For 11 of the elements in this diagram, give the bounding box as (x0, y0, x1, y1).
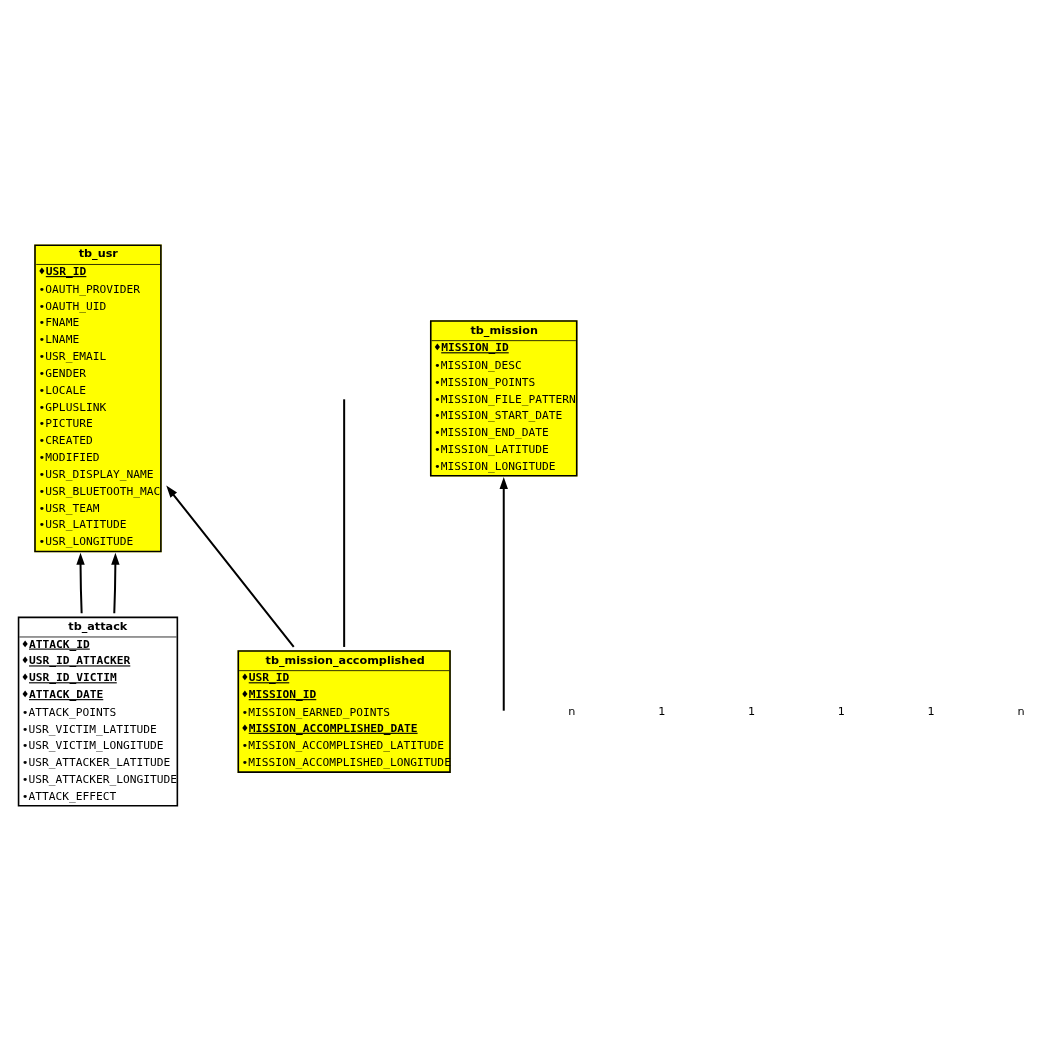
label: 1 (927, 704, 935, 718)
arrow (111, 552, 120, 614)
arrow (499, 476, 508, 712)
label: n (1017, 704, 1025, 718)
arrow (166, 485, 295, 648)
connector (343, 397, 346, 648)
label: n (568, 704, 576, 718)
arrow (76, 552, 85, 614)
label: 1 (837, 704, 845, 718)
label: 1 (747, 704, 756, 718)
label: 1 (658, 704, 666, 718)
